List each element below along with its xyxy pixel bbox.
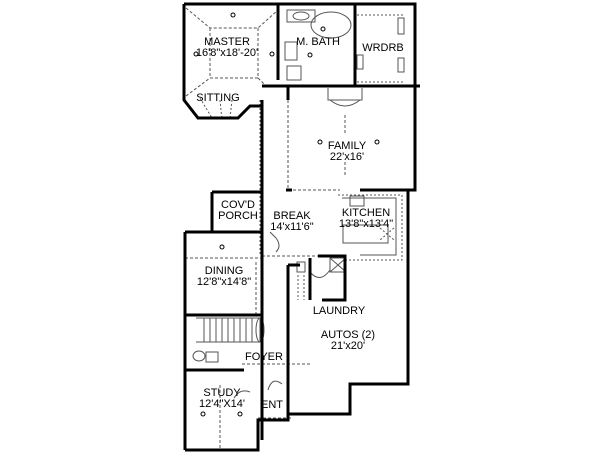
room-label-laundry: LAUNDRY [312,305,366,317]
walls [182,2,420,452]
room-label-mbath: M. BATH [296,36,340,48]
room-label-wrdrb: WRDRB [362,42,404,54]
ceiling-lights [193,12,380,417]
room-label-ent: ENT [261,399,283,411]
room-label-autos: AUTOS (2)21'x20' [320,329,376,352]
room-label-foyer: FOYER [245,351,283,363]
room-label-sitting: SITTING [196,92,240,104]
